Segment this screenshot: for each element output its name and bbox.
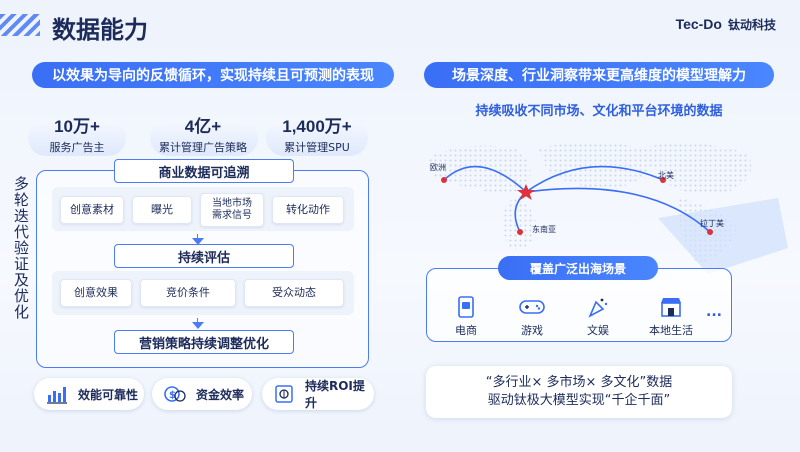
left-banner: 以效果为导向的反馈循环，实现持续且可预测的表现 [32, 62, 394, 88]
metric-label: 效能可靠性 [78, 387, 139, 402]
chip-creative: 创意素材 [60, 196, 124, 224]
quote-line-2: 驱动钛极大模型实现“千企千面” [487, 393, 671, 408]
stat-pill-decoration [28, 120, 126, 156]
stat-pill-decoration [150, 120, 258, 156]
flow-arrow-head [192, 322, 204, 329]
stat-value: 10万+ [54, 117, 100, 136]
coin-icon: $ [162, 383, 188, 405]
stat-label: 累计管理SPU [284, 141, 350, 154]
metric-roi: 持续ROI提升 [262, 378, 374, 410]
city-north-america: 北美 [658, 171, 674, 180]
flow-arrow-line [197, 234, 198, 240]
scene-entertainment: 文娱 [568, 296, 628, 338]
phone-shop-icon [436, 296, 496, 318]
chip-audience: 受众动态 [244, 279, 344, 307]
city-southeast-asia: 东南亚 [532, 225, 556, 234]
scene-label: 本地生活 [649, 324, 693, 337]
stat-value: 1,400万+ [282, 117, 352, 136]
company-logo: Tec-Do 钛动科技 [676, 16, 776, 33]
city-europe: 欧洲 [430, 163, 446, 172]
flow-arrow-head [192, 238, 204, 245]
chip-bidding: 竞价条件 [140, 279, 236, 307]
stat-advertisers: 10万+ 服务广告主 [22, 112, 132, 155]
svg-text:$: $ [169, 390, 176, 401]
store-icon [636, 296, 706, 318]
brand-stripe-decoration [0, 14, 40, 36]
metric-reliability: 效能可靠性 [34, 378, 144, 410]
scene-label: 文娱 [587, 324, 609, 337]
right-banner: 场景深度、行业洞察带来更高维度的模型理解力 [424, 62, 774, 88]
stat-value: 4亿+ [184, 117, 222, 136]
quote-line-1: “多行业× 多市场× 多文化”数据 [485, 375, 673, 390]
metric-label: 资金效率 [196, 387, 245, 402]
stat-pill-decoration [266, 120, 368, 156]
chip-market-signal: 当地市场 需求信号 [200, 193, 264, 227]
right-subtitle: 持续吸收不同市场、文化和平台环境的数据 [475, 104, 723, 119]
chart-icon [44, 383, 70, 405]
growth-icon [272, 383, 297, 405]
scene-label: 游戏 [521, 324, 543, 337]
logo-cn: 钛动科技 [727, 18, 776, 32]
metric-capital-efficiency: $ 资金效率 [152, 378, 252, 410]
section-title-optimization: 营销策略持续调整优化 [114, 330, 294, 354]
chip-creative-effect: 创意效果 [60, 279, 132, 307]
metric-label: 持续ROI提升 [304, 379, 365, 410]
section-title-evaluation: 持续评估 [114, 244, 294, 268]
stat-label: 服务广告主 [49, 141, 105, 154]
scenes-more: ... [706, 304, 722, 320]
scenes-title: 覆盖广泛出海场景 [498, 256, 658, 280]
scene-label: 电商 [455, 324, 477, 337]
page-title: 数据能力 [52, 16, 148, 44]
party-icon [568, 296, 628, 318]
scene-ecommerce: 电商 [436, 296, 496, 338]
chip-exposure: 曝光 [132, 196, 192, 224]
scene-games: 游戏 [502, 296, 562, 338]
scene-local-life: 本地生活 [636, 296, 706, 338]
flow-arrow-line [197, 318, 198, 324]
chip-conversion: 转化动作 [272, 196, 344, 224]
gamepad-icon [502, 296, 562, 318]
world-map: 欧洲 北美 东南亚 拉丁美 [408, 128, 788, 276]
quote-box: “多行业× 多市场× 多文化”数据 驱动钛极大模型实现“千企千面” [426, 366, 732, 418]
stat-spu: 1,400万+ 累计管理SPU [262, 112, 372, 155]
stat-label: 累计管理广告策略 [159, 141, 247, 154]
section-title-traceable: 商业数据可追溯 [114, 159, 294, 183]
header: 数据能力 Tec-Do 钛动科技 [0, 0, 800, 48]
logo-en: Tec-Do [675, 16, 722, 32]
city-latin-america: 拉丁美 [700, 219, 724, 228]
stat-strategies: 4亿+ 累计管理广告策略 [148, 112, 258, 155]
vertical-label: 多轮迭代验证及优化 [12, 176, 30, 320]
